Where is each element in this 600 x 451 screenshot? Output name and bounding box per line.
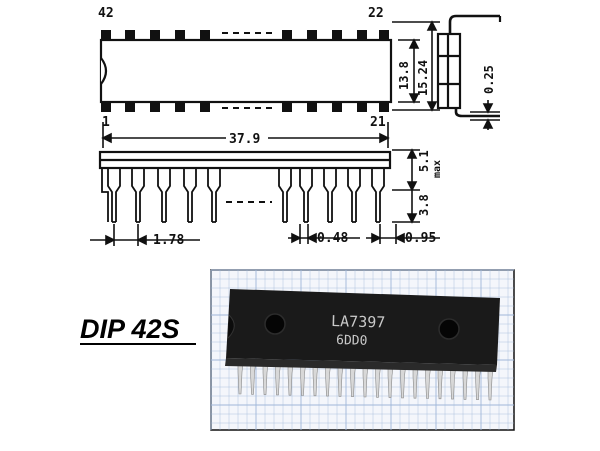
pitch-dimension <box>90 224 200 246</box>
standoff-dimension <box>366 224 440 244</box>
bottom-pin <box>200 102 210 112</box>
chip-photo-body <box>226 289 500 365</box>
side-lead <box>371 168 385 223</box>
bottom-pin <box>150 102 160 112</box>
chip-marking-line1: LA7397 <box>331 312 386 331</box>
end-view-lead <box>448 14 500 34</box>
side-lead <box>183 168 197 223</box>
end-view-drawing <box>436 14 502 118</box>
top-pin <box>101 30 111 40</box>
bottom-pin <box>125 102 135 112</box>
top-view-body <box>99 38 393 104</box>
chip-photo: LA7397 6DD0 <box>210 269 515 431</box>
lead-length-label: 3.8 <box>417 194 431 216</box>
side-lead <box>299 168 313 223</box>
bottom-pin <box>282 102 292 112</box>
top-pin <box>150 30 160 40</box>
lead-width-dimension <box>288 224 360 244</box>
side-lead <box>278 168 292 223</box>
top-pin <box>307 30 317 40</box>
bottom-pin <box>101 102 111 112</box>
chip-photo-dimple-right <box>438 318 460 340</box>
height-max-suffix: max <box>432 160 443 178</box>
thickness-label: 0.25 <box>482 65 496 94</box>
lead-width-label: 0.48 <box>317 231 348 246</box>
top-pin <box>125 30 135 40</box>
chip-photo-dimple-left <box>264 313 286 335</box>
chip-photo-notch <box>227 314 235 339</box>
top-pin <box>379 30 389 40</box>
top-pin <box>200 30 210 40</box>
bottom-pin-row <box>101 102 389 112</box>
top-pin <box>332 30 342 40</box>
height-max-label: 5.1 <box>417 150 431 172</box>
pitch-label: 1.78 <box>153 233 184 248</box>
side-lead <box>347 168 361 223</box>
width-max-label: 15.24 <box>416 60 430 96</box>
chip-photo-side <box>225 358 497 372</box>
width-min-label: 13.8 <box>397 61 411 90</box>
top-view-drawing <box>99 30 393 112</box>
top-pin-row <box>101 30 389 40</box>
pin-label-22: 22 <box>368 6 384 21</box>
side-view-leads <box>101 168 385 223</box>
side-lead <box>107 168 121 223</box>
standoff-label: 0.95 <box>405 231 436 246</box>
package-name: DIP 42S <box>80 314 180 344</box>
pin-label-1: 1 <box>102 115 110 130</box>
pin-label-42: 42 <box>98 6 114 21</box>
bottom-pin <box>379 102 389 112</box>
pin1-notch <box>100 57 108 85</box>
side-view-drawing <box>98 150 392 223</box>
top-pin <box>175 30 185 40</box>
side-lead <box>157 168 171 223</box>
height-dimension <box>392 148 420 224</box>
thickness-dimension <box>470 100 500 130</box>
chip-marking-line2: 6DD0 <box>336 333 368 349</box>
bottom-pin <box>357 102 367 112</box>
side-lead <box>131 168 145 223</box>
top-pin <box>282 30 292 40</box>
side-lead <box>323 168 337 223</box>
length-label: 37.9 <box>229 132 260 147</box>
width-dimension <box>392 20 440 112</box>
side-lead-end <box>101 168 109 222</box>
pin-label-21: 21 <box>370 115 386 130</box>
bottom-pin <box>332 102 342 112</box>
length-label-bg <box>226 130 268 146</box>
bottom-pin <box>307 102 317 112</box>
side-lead <box>207 168 221 223</box>
bottom-pin <box>175 102 185 112</box>
top-pin <box>357 30 367 40</box>
